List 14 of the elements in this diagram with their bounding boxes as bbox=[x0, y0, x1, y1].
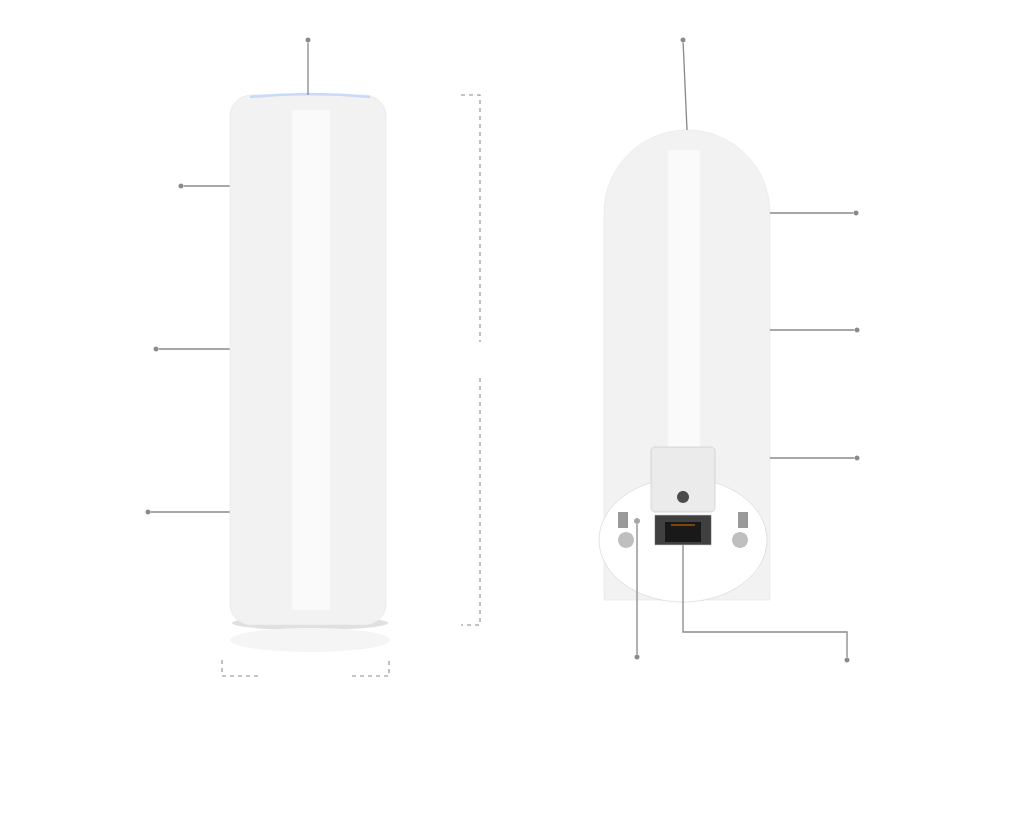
leader-line bbox=[769, 329, 855, 331]
access-point-drawing bbox=[229, 92, 390, 652]
leader-line bbox=[769, 457, 855, 459]
access-point-drawing bbox=[598, 129, 771, 603]
leader-line bbox=[183, 185, 231, 187]
leader-line bbox=[682, 544, 848, 658]
leader-line bbox=[307, 42, 309, 96]
leader-line bbox=[682, 42, 688, 131]
leader-line bbox=[158, 348, 231, 350]
leader-line bbox=[769, 212, 854, 214]
leader-line bbox=[150, 511, 231, 513]
reset-button bbox=[634, 518, 640, 524]
ethernet-port bbox=[654, 515, 712, 545]
leader-line bbox=[636, 523, 638, 655]
